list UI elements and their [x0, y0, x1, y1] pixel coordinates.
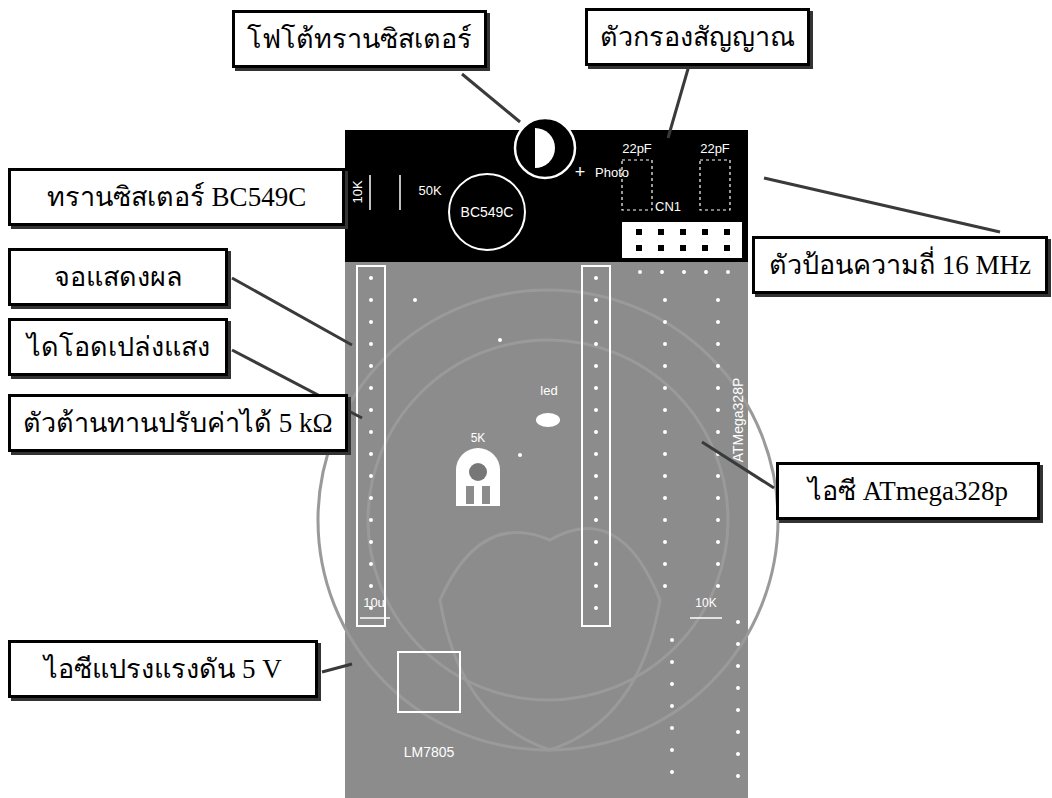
component-label: LM7805: [404, 745, 455, 759]
callout-box: ตัวกรองสัญญาณ: [585, 8, 810, 66]
capacitor-symbol: [360, 617, 390, 619]
watermark: [318, 290, 778, 750]
regulator-outline: [398, 652, 460, 712]
callout-box: ตัวป้อนความถี่ 16 MHz: [752, 236, 1048, 294]
solder-pads: [371, 272, 740, 790]
callout-text: ทรานซิสเตอร์ BC549C: [23, 181, 330, 213]
callout-text: ไดโอดเปล่งแสง: [23, 331, 213, 363]
component-label: 22pF: [700, 142, 730, 155]
resistor-symbol: [370, 175, 400, 210]
callout-text: ตัวต้านทานปรับค่าได้ 5 kΩ: [23, 407, 333, 439]
callout-box: จอแสดงผล: [8, 248, 228, 306]
component-label: 50K: [418, 184, 441, 197]
callout-box: โฟโต้ทรานซิสเตอร์: [232, 10, 487, 68]
component-label: 10K: [695, 597, 716, 609]
potentiometer-symbol: [456, 448, 500, 506]
callout-box: ไอซีแปรงแรงดัน 5 V: [8, 640, 318, 698]
component-label: Photo: [595, 166, 629, 179]
pcb-main: [345, 262, 748, 798]
display-header: [357, 266, 385, 626]
component-label: led: [540, 384, 557, 397]
leader-line: [232, 62, 1000, 672]
callout-text: ไอซี ATmega328p: [791, 475, 1025, 507]
callout-box: ตัวต้านทานปรับค่าได้ 5 kΩ: [8, 394, 348, 452]
transistor-outline: [449, 174, 525, 250]
component-label: +: [575, 163, 586, 181]
connector-pins: [636, 229, 730, 235]
display-header: [582, 266, 610, 626]
callout-box: ทรานซิสเตอร์ BC549C: [8, 168, 345, 226]
callout-text: ตัวป้อนความถี่ 16 MHz: [767, 249, 1033, 281]
component-label: CN1: [655, 200, 681, 213]
led-symbol: [536, 413, 560, 427]
callout-box: ไอซี ATmega328p: [776, 462, 1040, 520]
callout-box: ไดโอดเปล่งแสง: [8, 318, 228, 376]
component-label: 10u: [363, 596, 385, 609]
connector-pins: [636, 245, 730, 251]
component-label: ATMega328P: [731, 378, 745, 463]
capacitor-outline: [700, 160, 730, 210]
component-label: 10K: [351, 180, 364, 203]
phototransistor-outline: [515, 118, 575, 178]
component-label: 5K: [471, 432, 486, 444]
component-label: 22pF: [622, 142, 652, 155]
connector-body: [622, 222, 742, 258]
callout-text: ไอซีแปรงแรงดัน 5 V: [23, 653, 303, 685]
callout-text: จอแสดงผล: [23, 261, 213, 293]
callout-text: ตัวกรองสัญญาณ: [600, 21, 795, 53]
phototransistor-body: [535, 128, 555, 168]
callout-text: โฟโต้ทรานซิสเตอร์: [247, 23, 472, 55]
component-label: BC549C: [461, 205, 514, 219]
resistor-symbol: [690, 617, 722, 619]
